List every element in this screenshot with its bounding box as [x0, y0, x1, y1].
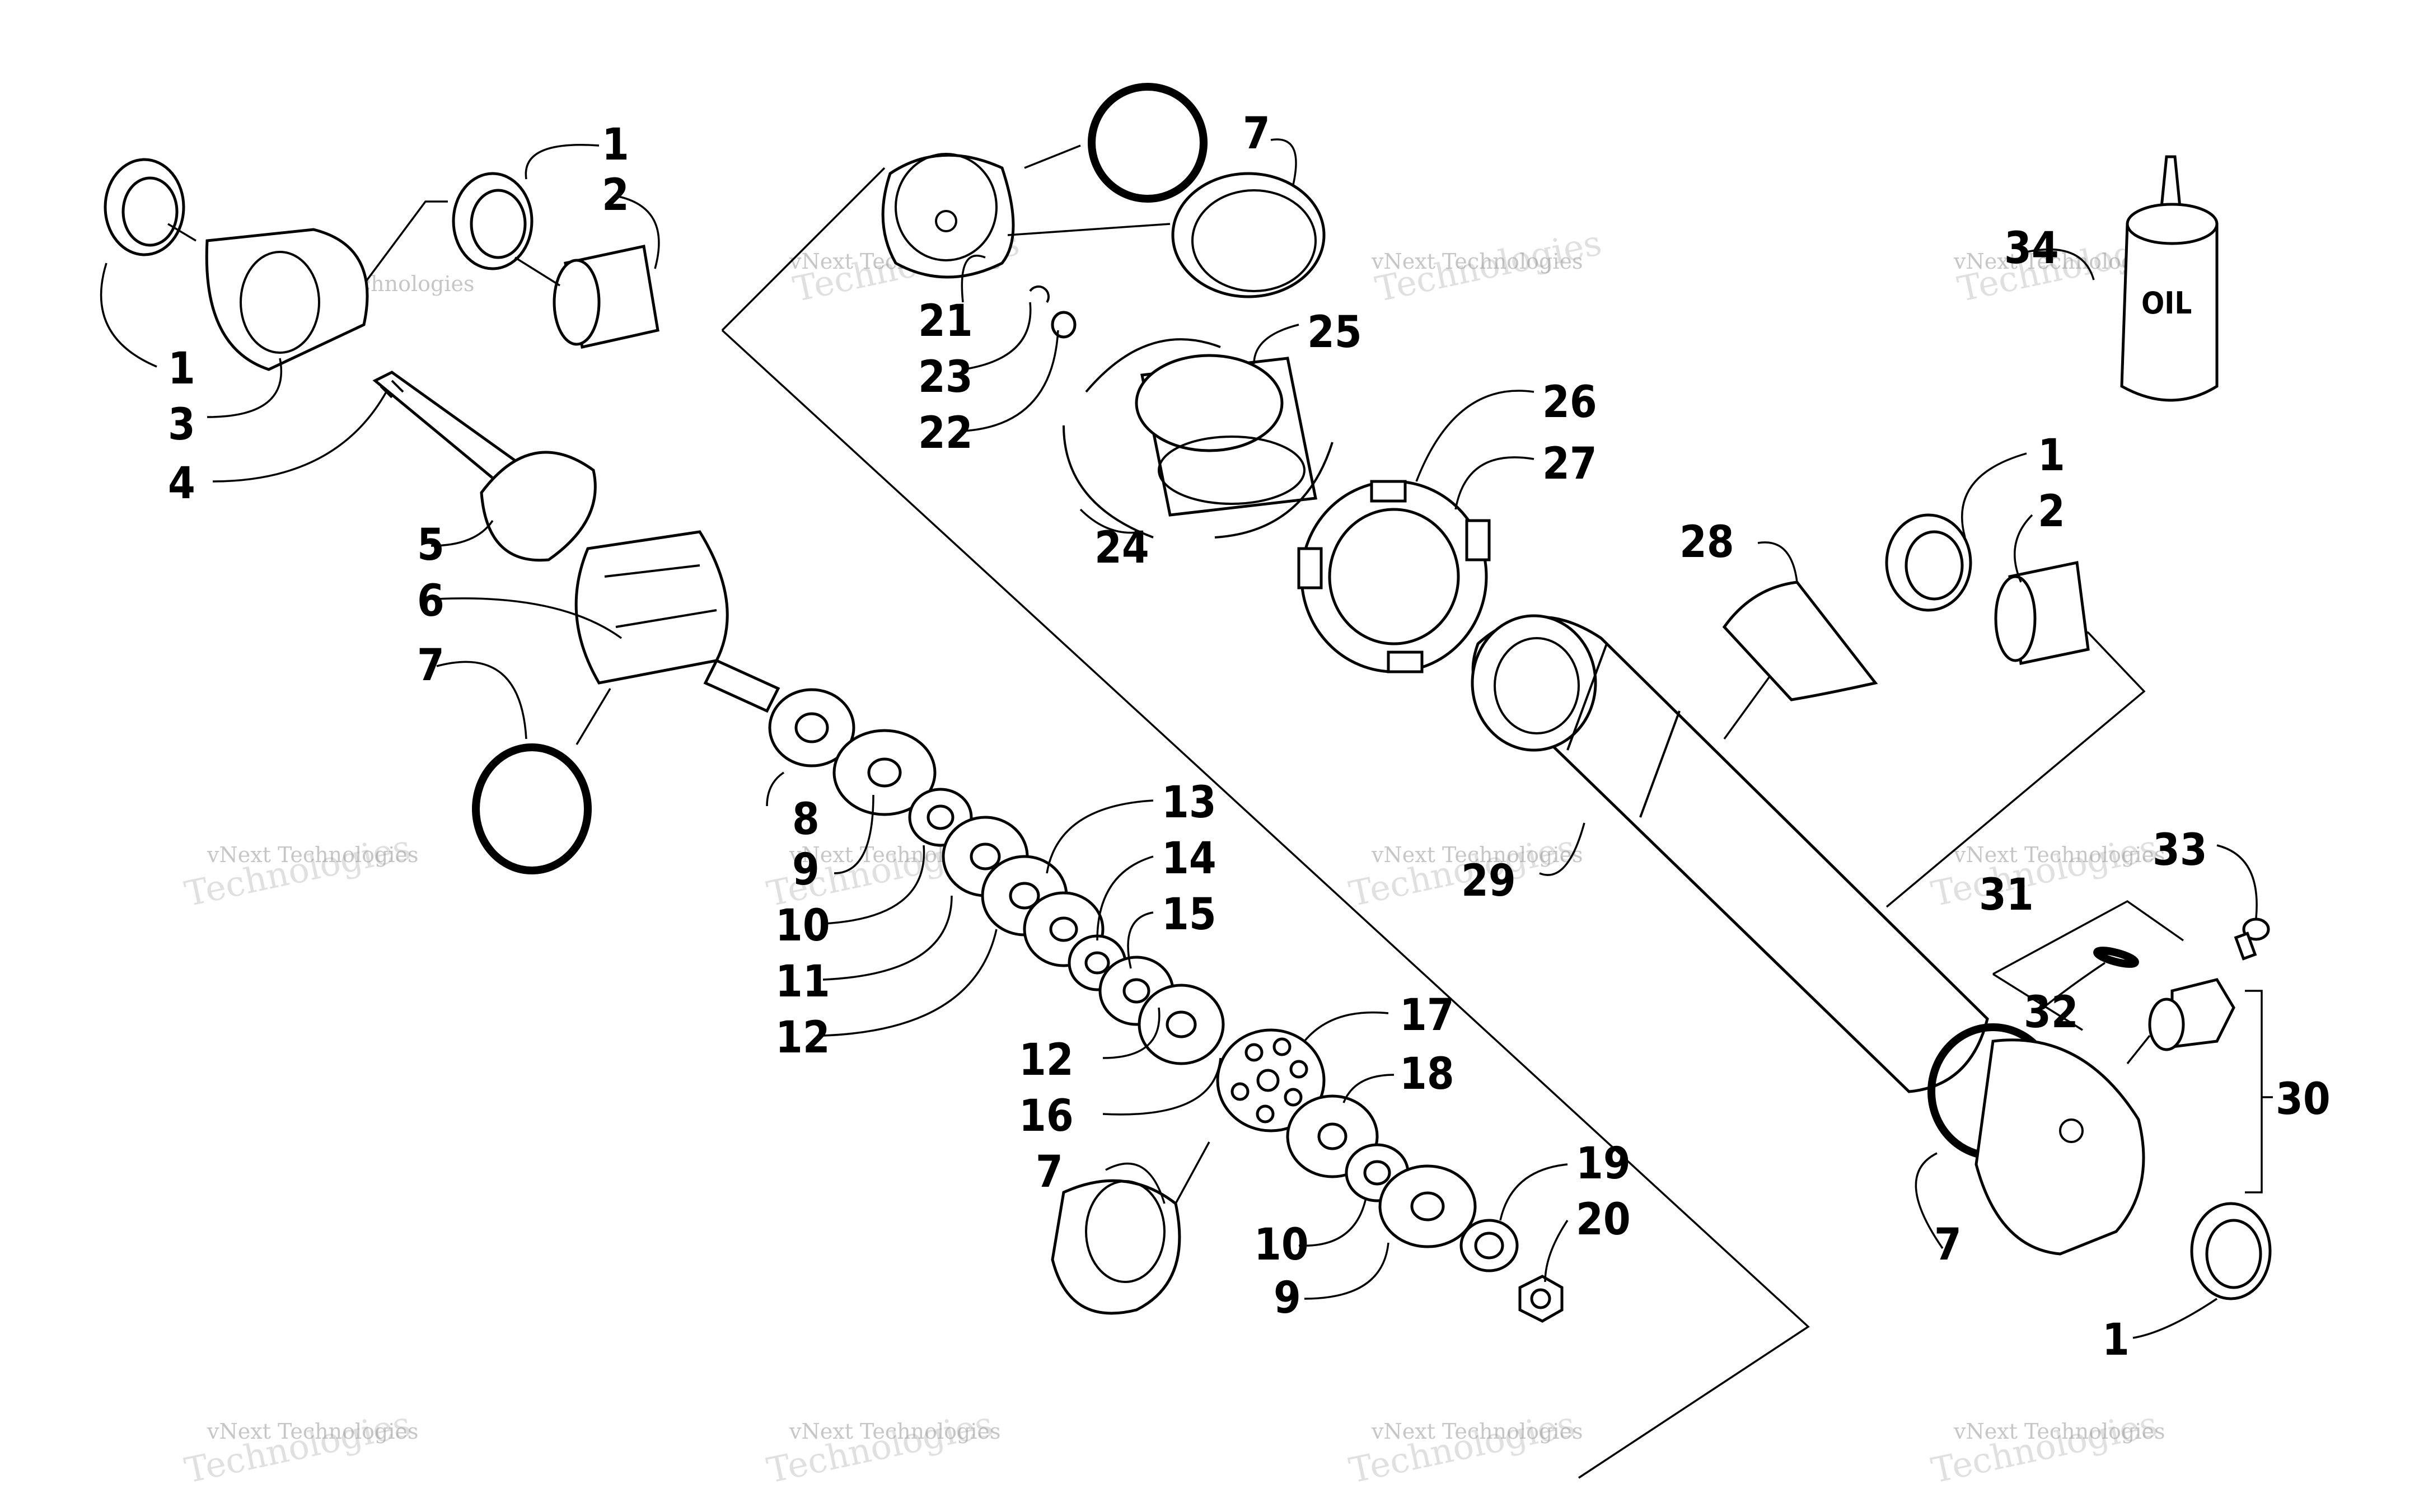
label-part-15: 15: [1162, 890, 1216, 940]
label-part-27: 27: [1542, 439, 1597, 489]
label-part-6: 6: [417, 576, 445, 626]
label-part-10: 10: [1254, 1220, 1309, 1270]
watermark: vNext Technologies: [1371, 249, 1583, 274]
watermark: Technologies: [181, 1403, 415, 1491]
part-floating-piston-24-25: [1063, 338, 1334, 539]
watermark: Technologies: [1346, 1403, 1579, 1491]
label-part-19: 19: [1576, 1139, 1631, 1189]
label-part-4: 4: [168, 458, 195, 509]
oil-bottle-label: OIL: [2141, 285, 2192, 321]
label-part-21: 21: [918, 296, 973, 347]
label-part-7: 7: [1036, 1147, 1063, 1197]
label-part-9: 9: [1274, 1273, 1301, 1323]
watermark: vNext Technologies: [1953, 842, 2165, 867]
label-part-18: 18: [1400, 1049, 1454, 1099]
part-reservoir-cap-21: [881, 153, 1015, 279]
label-part-3: 3: [168, 400, 195, 450]
label-part-14: 14: [1162, 834, 1216, 884]
part-screw-33: [2234, 918, 2270, 961]
part-clip-23: [1029, 285, 1050, 303]
part-eyelet-3: [205, 228, 369, 371]
watermark: vNext Technologies: [789, 1419, 1000, 1444]
label-part-1: 1: [2102, 1315, 2130, 1365]
part-washer-12-lower: [1138, 984, 1225, 1065]
part-washer-8: [768, 688, 855, 767]
label-part-5: 5: [417, 520, 445, 570]
watermark: vNext Technologies: [1371, 842, 1583, 867]
label-part-22: 22: [918, 408, 973, 458]
label-part-8: 8: [792, 794, 820, 845]
label-part-34: 34: [2004, 223, 2059, 274]
label-part-1: 1: [602, 120, 629, 170]
part-bushing-1-top: [452, 172, 534, 270]
part-lower-eyelet-30: [1974, 1038, 2145, 1256]
label-part-12: 12: [1019, 1035, 1074, 1085]
washer-stack: [768, 688, 1564, 1323]
watermark: Technologies: [764, 1403, 997, 1491]
part-shock-body-29: [1471, 614, 1989, 1093]
label-part-33: 33: [2153, 825, 2207, 876]
part-cover-28: [1722, 581, 1878, 701]
label-part-31: 31: [1979, 870, 2034, 920]
watermark: vNext Technologies: [207, 842, 418, 867]
label-part-23: 23: [918, 352, 973, 402]
label-part-2: 2: [602, 170, 629, 221]
part-washer-19: [1459, 1219, 1519, 1272]
label-part-7: 7: [1243, 109, 1270, 159]
label-part-2: 2: [2038, 486, 2065, 537]
part-bushing-1-right-top: [1885, 513, 1972, 612]
part-labels: 1 2 1 3 4 5 6 7 8 9 10 11 12 13 14 15 12…: [168, 109, 2331, 1365]
part-sleeve-2-right: [1994, 561, 2090, 665]
part-piston-band-7-lower: [1051, 1179, 1181, 1315]
label-part-25: 25: [1307, 307, 1362, 358]
part-washer-9-upper: [832, 729, 937, 816]
part-bumper-5: [480, 451, 597, 562]
watermark: Technologies: [1928, 1403, 2161, 1491]
part-washer-9-lower: [1378, 1164, 1477, 1248]
part-sleeve-2-top: [553, 245, 659, 349]
part-nut-20: [1518, 1275, 1564, 1323]
part-seal-32: [2093, 947, 2139, 968]
label-part-28: 28: [1679, 517, 1734, 568]
label-part-30: 30: [2276, 1074, 2331, 1125]
part-oring-7-left: [472, 743, 592, 874]
part-piston-17: [1216, 1028, 1326, 1132]
part-oil-bottle-34: OIL: [2120, 155, 2219, 402]
label-part-10: 10: [775, 901, 830, 951]
watermark: vNext Technologies: [207, 1419, 418, 1444]
watermark: vNext Technologies: [1953, 1419, 2165, 1444]
label-part-7: 7: [1934, 1220, 1962, 1270]
label-part-32: 32: [2024, 987, 2079, 1038]
label-part-17: 17: [1400, 990, 1454, 1041]
label-part-16: 16: [1019, 1091, 1074, 1141]
label-part-11: 11: [775, 957, 830, 1007]
part-band-7-top: [1171, 172, 1326, 298]
label-part-1: 1: [168, 344, 195, 394]
label-part-7: 7: [417, 640, 445, 691]
part-piston-assembly-6: [574, 530, 780, 713]
label-part-1: 1: [2038, 430, 2065, 481]
leader-lines: [100, 138, 2258, 1339]
part-valve-22: [1051, 311, 1077, 339]
part-bushing-1-left: [104, 158, 185, 256]
label-part-24: 24: [1094, 523, 1149, 573]
part-bushing-1-right-bottom: [2190, 1202, 2272, 1300]
label-part-29: 29: [1461, 856, 1516, 906]
watermark: Technologies: [181, 827, 415, 915]
label-part-9: 9: [792, 845, 820, 895]
label-part-26: 26: [1542, 377, 1597, 428]
part-oring-7-top: [1088, 83, 1208, 203]
label-part-12: 12: [775, 1013, 830, 1063]
part-fitting-30: [2148, 978, 2235, 1051]
watermark: vNext Technologies: [1371, 1419, 1583, 1444]
part-spring-nut-26-27: [1297, 480, 1491, 673]
label-part-13: 13: [1162, 778, 1216, 828]
label-part-20: 20: [1576, 1195, 1631, 1245]
